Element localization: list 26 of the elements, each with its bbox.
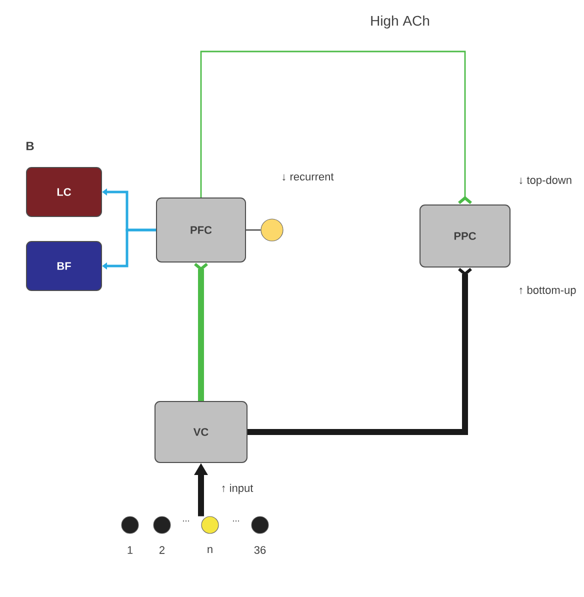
input-unit-dot bbox=[201, 516, 219, 534]
region-box: LC bbox=[26, 167, 102, 217]
region-box: BF bbox=[26, 241, 102, 291]
direction-label: ↑ bottom-up bbox=[520, 286, 576, 296]
recurrent-unit-circle bbox=[260, 218, 284, 242]
direction-label: ↓ recurrent bbox=[282, 173, 334, 181]
edge-label: High ACh bbox=[371, 15, 430, 29]
region-box: VC bbox=[154, 401, 248, 463]
unit-number: 2 bbox=[160, 546, 164, 554]
region-box: PPC bbox=[420, 204, 510, 268]
connection-arrow bbox=[200, 50, 472, 204]
panel-letter: B bbox=[26, 142, 34, 150]
unit-number: 36 bbox=[254, 546, 266, 554]
input-unit-dot bbox=[251, 516, 269, 534]
ellipsis: ... bbox=[233, 520, 239, 522]
unit-number: 1 bbox=[128, 546, 133, 554]
connection-arrow bbox=[102, 228, 156, 270]
ellipsis: ... bbox=[183, 520, 189, 522]
unit-number: n bbox=[208, 547, 212, 553]
region-box: PFC bbox=[156, 198, 246, 262]
input-unit-dot bbox=[121, 516, 139, 534]
input-unit-dot bbox=[153, 516, 171, 534]
connection-arrow bbox=[248, 268, 472, 435]
direction-label: ↓ top-down bbox=[520, 176, 572, 186]
edge-label: ↑ input bbox=[222, 484, 254, 494]
connection-arrow bbox=[194, 262, 208, 401]
